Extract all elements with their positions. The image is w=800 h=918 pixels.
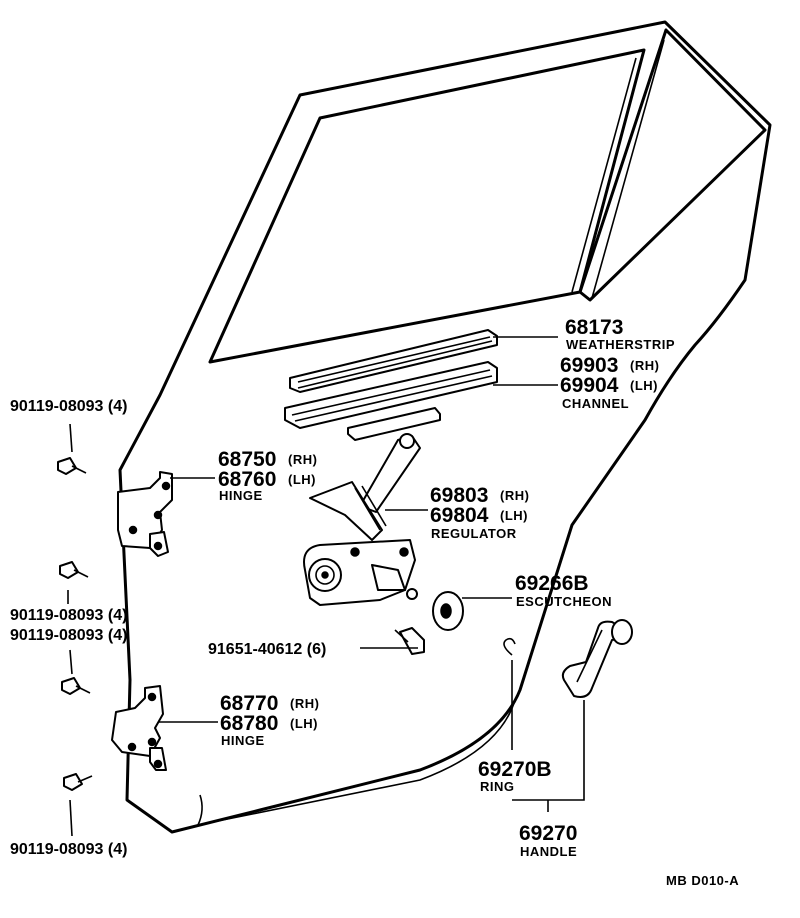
bolt-label-2: 90119-08093 (4) — [10, 607, 127, 624]
upper-hinge-number-lh: 68760 — [218, 468, 276, 491]
channel-side-rh: (RH) — [630, 358, 659, 373]
lower-hinge-side-rh: (RH) — [290, 696, 319, 711]
lower-hinge-name: HINGE — [221, 733, 265, 748]
bolt-label-1: 90119-08093 (4) — [10, 398, 127, 415]
handle-name: HANDLE — [520, 844, 577, 859]
label-ring: 69270B RING — [478, 758, 552, 794]
ring-number: 69270B — [478, 758, 552, 781]
weatherstrip-part — [289, 329, 498, 393]
weatherstrip-name: WEATHERSTRIP — [566, 337, 675, 352]
channel-number-rh: 69903 — [560, 354, 618, 377]
diagram-code: MB D010-A — [666, 873, 739, 888]
channel-side-lh: (LH) — [630, 378, 658, 393]
regulator-part — [303, 433, 421, 606]
regulator-number-lh: 69804 — [430, 504, 489, 527]
channel-part — [284, 361, 498, 441]
bolt-icon — [61, 677, 91, 695]
upper-hinge-number-rh: 68750 — [218, 448, 276, 471]
escutcheon-part — [432, 591, 464, 631]
label-regulator-bolt: 91651-40612 (6) — [208, 641, 326, 658]
label-bolts: 90119-08093 (4) 90119-08093 (4) 90119-08… — [10, 398, 127, 858]
upper-hinge-name: HINGE — [219, 488, 263, 503]
regulator-name: REGULATOR — [431, 526, 517, 541]
label-handle: 69270 HANDLE — [519, 822, 577, 859]
upper-hinge-side-lh: (LH) — [288, 472, 316, 487]
regulator-number-rh: 69803 — [430, 484, 488, 507]
label-escutcheon: 69266B ESCUTCHEON — [515, 572, 612, 609]
handle-number: 69270 — [519, 822, 577, 845]
door-outline — [118, 20, 772, 834]
bolt-label-4: 90119-08093 (4) — [10, 841, 127, 858]
weatherstrip-number: 68173 — [565, 316, 623, 339]
handle-part — [561, 619, 633, 698]
label-channel: 69903 (RH) 69904 (LH) CHANNEL — [560, 354, 659, 411]
label-weatherstrip: 68173 WEATHERSTRIP — [565, 316, 675, 352]
upper-hinge-side-rh: (RH) — [288, 452, 317, 467]
bolt-icon — [63, 773, 93, 791]
regulator-side-lh: (LH) — [500, 508, 528, 523]
regulator-side-rh: (RH) — [500, 488, 529, 503]
lower-hinge-number-lh: 68780 — [220, 712, 278, 735]
bolt-icon — [57, 457, 87, 475]
bolt-icon — [59, 561, 89, 579]
ring-name: RING — [480, 779, 515, 794]
escutcheon-number: 69266B — [515, 572, 589, 595]
channel-name: CHANNEL — [562, 396, 629, 411]
lower-hinge-number-rh: 68770 — [220, 692, 278, 715]
upper-hinge-part — [117, 471, 173, 557]
label-regulator: 69803 (RH) 69804 (LH) REGULATOR — [430, 484, 529, 541]
channel-number-lh: 69904 — [560, 374, 619, 397]
ring-part — [503, 637, 516, 656]
label-lower-hinge: 68770 (RH) 68780 (LH) HINGE — [220, 692, 319, 748]
bolt-icon — [394, 627, 425, 655]
escutcheon-name: ESCUTCHEON — [516, 594, 612, 609]
bolt-label-3: 90119-08093 (4) — [10, 627, 127, 644]
lower-hinge-part — [111, 685, 167, 771]
lower-hinge-side-lh: (LH) — [290, 716, 318, 731]
window-frame — [571, 39, 665, 299]
leader-lines — [67, 336, 585, 837]
label-upper-hinge: 68750 (RH) 68760 (LH) HINGE — [218, 448, 317, 503]
regulator-bolt-label: 91651-40612 (6) — [208, 641, 326, 658]
